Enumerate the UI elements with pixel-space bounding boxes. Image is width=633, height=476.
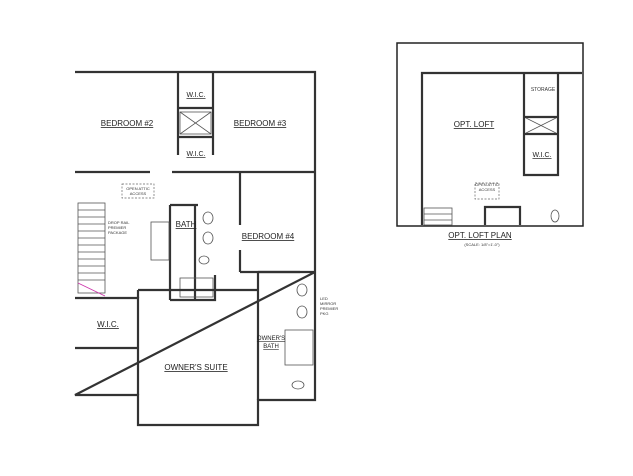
note-led-mirror: MIRROR — [320, 301, 336, 306]
loft-walls — [420, 71, 582, 225]
bath-walls — [168, 203, 217, 302]
room-label-owners-suite: OWNER'S SUITE — [164, 363, 227, 372]
note-attic: OPEN ATTIC — [475, 182, 499, 187]
loft-bath-walls — [483, 205, 522, 225]
sink-icon — [202, 231, 214, 245]
room-label-wic: W.I.C. — [186, 92, 205, 99]
closet-x — [525, 117, 557, 134]
laundry-area — [150, 221, 170, 261]
main-floor-plan: BEDROOM #2 BEDROOM #3 W.I.C. W.I.C. BATH… — [74, 70, 338, 427]
staircase — [77, 202, 106, 297]
toilet-icon — [291, 380, 305, 390]
staircase — [423, 207, 453, 226]
loft-plan: OPT. LOFT STORAGE W.I.C. OPEN ATTIC ACCE… — [396, 42, 584, 247]
note-led-mirror: PKG — [320, 311, 328, 316]
attic-access — [121, 183, 155, 199]
room-label-owners-bath: OWNER'S — [257, 336, 285, 342]
room-label-owners-wic: W.I.C. — [97, 320, 119, 329]
room-label-bedroom-2: BEDROOM #2 — [101, 119, 154, 128]
closet-x — [179, 111, 212, 135]
attic-access — [474, 182, 500, 200]
note-drop-rail: DROP RAIL — [108, 220, 130, 225]
loft-plan-title: OPT. LOFT PLAN — [448, 231, 512, 240]
wic-walls — [75, 296, 140, 395]
shower-icon — [284, 329, 314, 366]
closet-walls — [522, 73, 560, 177]
sink-icon — [296, 305, 308, 319]
room-label-opt-loft: OPT. LOFT — [454, 120, 495, 129]
room-label-bath: BATH — [176, 220, 197, 229]
note-attic: ACCESS — [130, 191, 147, 196]
toilet-icon — [198, 255, 210, 265]
stair-treads — [424, 213, 452, 221]
note-led-mirror: LED — [320, 296, 328, 301]
loft-plan-scale: (SCALE: 1/8"=1'-0") — [464, 242, 500, 247]
room-label-owners-bath: BATH — [263, 344, 279, 350]
room-label-storage: STORAGE — [531, 87, 556, 93]
loft-frame — [396, 42, 584, 227]
sink-icon — [202, 211, 214, 225]
bathtub-icon — [179, 277, 214, 298]
linen-closet — [179, 111, 212, 135]
note-led-mirror: PREMIER — [320, 306, 338, 311]
toilet-icon — [550, 209, 560, 223]
sink-icon — [296, 283, 308, 297]
room-label-bedroom-4: BEDROOM #4 — [242, 232, 295, 241]
room-label-wic: W.I.C. — [186, 151, 205, 158]
note-attic: OPEN ATTIC — [126, 186, 150, 191]
room-label-bedroom-3: BEDROOM #3 — [234, 119, 287, 128]
note-drop-rail: PREMIER — [108, 225, 126, 230]
note-attic: ACCESS — [479, 187, 496, 192]
note-drop-rail: PACKAGE — [108, 230, 127, 235]
room-label-wic: W.I.C. — [532, 152, 551, 159]
